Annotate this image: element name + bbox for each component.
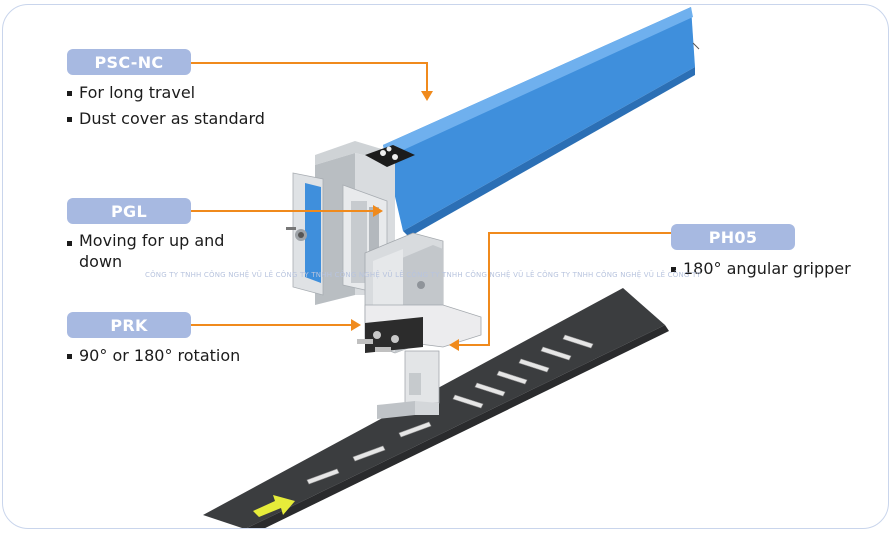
ph05-label: PH05: [671, 224, 795, 250]
ph05-features: 180° angular gripper: [671, 256, 851, 282]
direction-arrow-icon: [253, 495, 295, 517]
feature-item: Moving for up and down: [67, 230, 237, 272]
psc-nc-features: For long travel Dust cover as standard: [67, 80, 265, 132]
prk-rotary-module: [357, 317, 423, 353]
feature-item: For long travel: [67, 80, 265, 106]
callout-arrows: [191, 62, 671, 346]
conveyor-slots: [306, 334, 594, 485]
pgl-features: Moving for up and down: [67, 230, 237, 272]
diagram-frame: PSC-NC For long travel Dust cover as sta…: [2, 4, 889, 529]
feature-item: Dust cover as standard: [67, 106, 265, 132]
machine-illustration: [191, 7, 700, 528]
feature-item: 90° or 180° rotation: [67, 343, 240, 369]
feature-item: 180° angular gripper: [671, 256, 851, 282]
watermark-text: CÔNG TY TNHH CÔNG NGHỆ VŨ LÊ CÔNG TY TNH…: [145, 271, 701, 279]
arrowheads: [351, 91, 459, 351]
linear-axis-beam: [383, 7, 700, 237]
prk-features: 90° or 180° rotation: [67, 343, 240, 369]
ph05-gripper: [377, 350, 440, 419]
prk-label: PRK: [67, 312, 191, 338]
psc-nc-label: PSC-NC: [67, 49, 191, 75]
pneumatic-connector: [365, 145, 415, 167]
pgl-label: PGL: [67, 198, 191, 224]
